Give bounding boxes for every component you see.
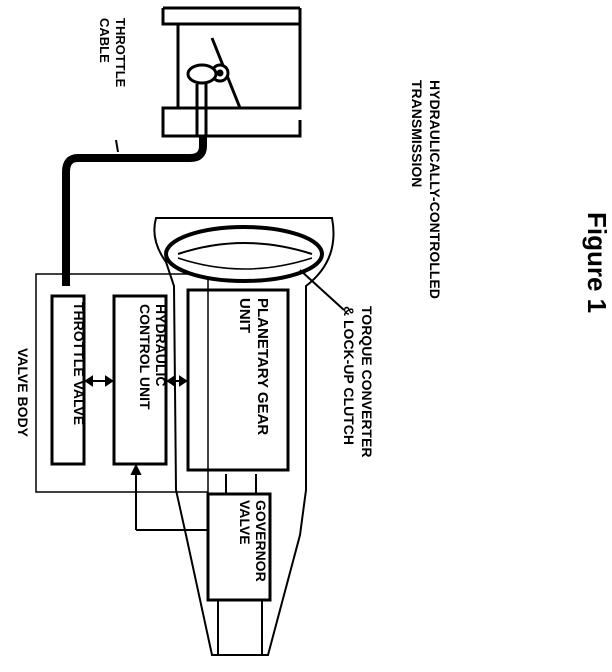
hydraulic-control-unit-box [112,294,168,466]
connection-arrows [84,375,188,387]
hydraulic-control-label-line2: CONTROL UNIT [137,304,153,410]
torque-converter [164,225,324,283]
planetary-gear-unit-box [186,288,290,472]
hydraulic-control-label-line1: HYDRAULIC [153,304,169,386]
planetary-gear-label-line1: PLANETARY GEAR [254,298,271,435]
throttle-cable-label-line2: CABLE [97,18,112,63]
figure-subtitle-line2: TRANSMISSION [409,80,425,187]
throttle-body [161,6,302,138]
torque-converter-label-line2: & LOCK-UP CLUTCH [341,306,357,445]
transmission-housing [153,217,335,656]
valve-body-outline [35,273,209,493]
governor-valve-box [206,492,272,602]
torque-converter-label-line1: TORQUE CONVERTER [359,306,375,457]
throttle-valve-box [50,294,86,466]
figure-title: Figure 1 [582,212,612,313]
throttle-cable-label-line1: THROTTLE [113,18,128,88]
throttle-cable [62,136,207,286]
valve-body-label: VALVE BODY [15,348,31,438]
planetary-gear-label-line2: UNIT [236,298,253,333]
torque-converter-leader [299,269,345,311]
governor-valve-label-line1: GOVERNOR [253,500,269,582]
throttle-cable-leader [115,139,119,153]
throttle-plate [186,37,242,136]
figure-subtitle-line1: HYDRAULICALLY-CONTROLLED [427,80,443,299]
governor-valve-label-line2: VALVE [237,500,253,545]
governor-feed-line [130,463,208,531]
throttle-valve-label: THROTTLE VALVE [71,302,87,425]
